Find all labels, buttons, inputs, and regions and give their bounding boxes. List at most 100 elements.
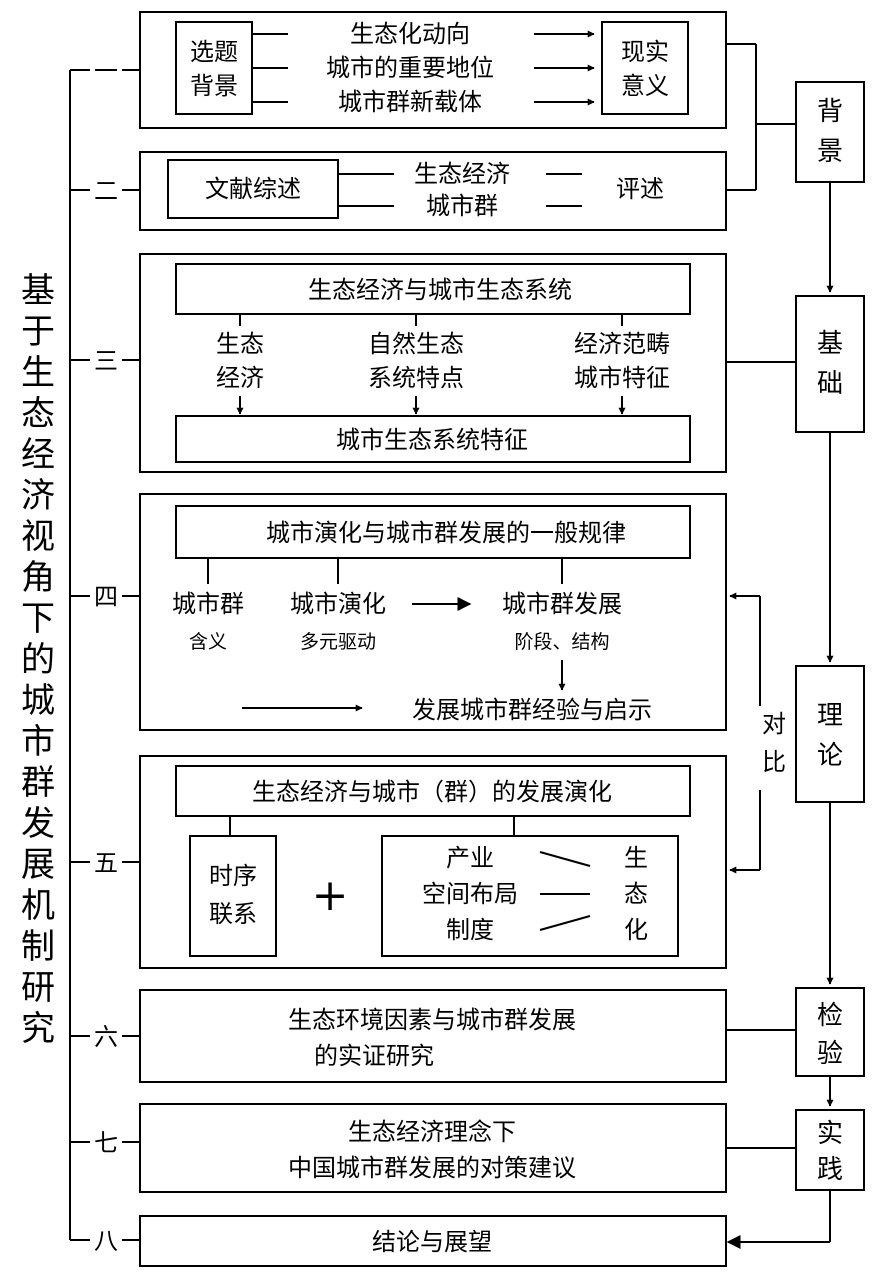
side-theory-char-2: 论 — [817, 741, 843, 771]
side-box-theory — [795, 665, 865, 803]
ch4-top-box — [175, 505, 691, 559]
chapter-label-1: 一 — [94, 57, 118, 85]
title-char: 展 — [21, 845, 55, 885]
ecologization-char-1: 生 — [624, 844, 648, 872]
ch3-col2-line-1: 自然生态 — [368, 330, 464, 358]
chapter-4-box: 城市演化与城市群发展的一般规律 城市群 含义 城市演化 多元驱动 城市群发展 阶… — [139, 493, 727, 731]
ch4-top-label: 城市演化与城市群发展的一般规律 — [266, 519, 626, 547]
ch1-item-3: 城市群新载体 — [338, 88, 482, 116]
ecologization-char-2: 态 — [624, 880, 648, 908]
literature-review-box — [167, 159, 339, 219]
side-practice-char-1: 实 — [817, 1119, 843, 1149]
compare-char-1: 对 — [762, 710, 786, 738]
ch3-col3-line-2: 城市特征 — [574, 364, 670, 392]
ch1-item-1: 生态化动向 — [350, 20, 470, 48]
chapter-label-4: 四 — [94, 583, 118, 611]
chapter-8-box: 结论与展望 — [139, 1215, 727, 1267]
side-foundation-char-1: 基 — [817, 329, 843, 359]
title-char: 济 — [21, 476, 55, 516]
ch4-node-city-evolution: 城市演化 — [290, 590, 386, 618]
ch7-line-1: 生态经济理念下 — [348, 1118, 516, 1146]
ch2-item-1: 生态经济 — [414, 160, 510, 188]
chapter-5-box: 生态经济与城市（群）的发展演化 时序 联系 + 产业 空间布局 制度 生 态 化 — [139, 755, 727, 969]
ch6-line-1: 生态环境因素与城市群发展 — [288, 1006, 576, 1034]
ch3-top-label: 生态经济与城市生态系统 — [308, 276, 572, 304]
chapter-3-box: 生态经济与城市生态系统 生态 经济 自然生态 系统特点 经济范畴 城市特征 城市… — [139, 253, 727, 473]
ch4-node-city-evolution-sub: 多元驱动 — [300, 631, 376, 653]
chapter-label-2: 二 — [94, 177, 118, 205]
side-test-char-2: 验 — [817, 1039, 843, 1069]
left-title: 基 于 生 态 经 济 视 角 下 的 城 市 群 发 展 机 制 研 究 — [21, 271, 55, 1049]
side-box-foundation — [795, 295, 865, 433]
ch4-node-city-cluster-sub: 含义 — [189, 631, 227, 653]
chapter-label-6: 六 — [94, 1023, 118, 1051]
topic-background-box — [175, 21, 253, 115]
temporal-link-box — [189, 835, 277, 957]
temporal-link-line-1: 时序 — [209, 862, 257, 890]
temporal-link-line-2: 联系 — [209, 900, 257, 928]
side-test-char-1: 检 — [817, 1001, 843, 1031]
ch7-line-2: 中国城市群发展的对策建议 — [288, 1154, 576, 1182]
literature-review-label: 文献综述 — [205, 175, 301, 203]
title-char: 发 — [21, 804, 55, 844]
chapter-label-5: 五 — [94, 849, 118, 877]
chapter-label-3: 三 — [94, 347, 118, 375]
title-char: 角 — [21, 558, 55, 598]
ch3-top-box — [175, 263, 691, 315]
title-char: 究 — [21, 1009, 55, 1049]
ch5-top-box — [175, 765, 691, 817]
ecologization-char-3: 化 — [624, 916, 648, 944]
chapter-1-box: 选题 背景 生态化动向 城市的重要地位 城市群新载体 现实 意义 — [139, 11, 727, 129]
ch2-item-2: 城市群 — [426, 192, 498, 220]
title-char: 态 — [21, 394, 55, 434]
practical-significance-box — [601, 21, 689, 115]
chapter-label-7: 七 — [94, 1129, 118, 1157]
title-char: 的 — [21, 640, 55, 680]
ch3-bottom-label: 城市生态系统特征 — [336, 426, 528, 454]
title-char: 于 — [21, 312, 55, 352]
title-char: 城 — [21, 681, 55, 721]
review-comment-label: 评述 — [616, 175, 664, 203]
ch4-node-cluster-development: 城市群发展 — [502, 590, 622, 618]
title-char: 研 — [21, 968, 55, 1008]
title-char: 视 — [21, 517, 55, 557]
title-char: 制 — [21, 927, 55, 967]
title-char: 群 — [21, 763, 55, 803]
ch5-top-label: 生态经济与城市（群）的发展演化 — [252, 778, 612, 806]
chapter-6-box: 生态环境因素与城市群发展 的实证研究 — [139, 989, 727, 1083]
practical-significance-line-1: 现实 — [621, 38, 669, 66]
side-theory-char-1: 理 — [817, 701, 843, 731]
ch3-col1-line-1: 生态 — [216, 330, 264, 358]
side-background-char-1: 背 — [817, 97, 843, 127]
ch3-bottom-box — [175, 415, 691, 463]
title-char: 基 — [21, 271, 55, 311]
chapter-label-8: 八 — [94, 1227, 118, 1255]
plus-sign: + — [312, 870, 349, 921]
ch5-right-box — [381, 835, 679, 957]
title-char: 市 — [21, 722, 55, 762]
side-foundation-char-2: 础 — [817, 369, 843, 399]
ch3-col3-line-1: 经济范畴 — [574, 330, 670, 358]
title-char: 下 — [21, 599, 55, 639]
title-char: 机 — [21, 886, 55, 926]
ch3-col1-line-2: 经济 — [216, 364, 264, 392]
right-side-flow: 背 景 基 础 理 论 对 比 检 验 实 践 — [726, 43, 865, 1249]
ch4-node-city-cluster: 城市群 — [172, 590, 244, 618]
topic-background-line-1: 选题 — [190, 38, 238, 66]
side-background-char-2: 景 — [817, 137, 843, 167]
ch4-bottom-label: 发展城市群经验与启示 — [412, 696, 652, 724]
topic-background-line-2: 背景 — [190, 72, 238, 100]
ch5-item-industry: 产业 — [446, 844, 494, 872]
chapter-2-box: 文献综述 生态经济 城市群 评述 — [139, 151, 727, 231]
title-char: 经 — [21, 435, 55, 475]
ch4-node-cluster-development-sub: 阶段、结构 — [514, 631, 609, 653]
label-connectors — [122, 69, 140, 1241]
chapter-labels: 一 二 三 四 五 六 七 八 — [94, 57, 118, 1255]
ch5-item-institution: 制度 — [446, 916, 494, 944]
chapter-spine — [69, 69, 90, 1241]
ch8-label: 结论与展望 — [372, 1228, 492, 1256]
ch5-item-spatial-layout: 空间布局 — [422, 880, 518, 908]
chapter-7-box: 生态经济理念下 中国城市群发展的对策建议 — [139, 1103, 727, 1193]
ch6-line-2: 的实证研究 — [314, 1042, 434, 1070]
